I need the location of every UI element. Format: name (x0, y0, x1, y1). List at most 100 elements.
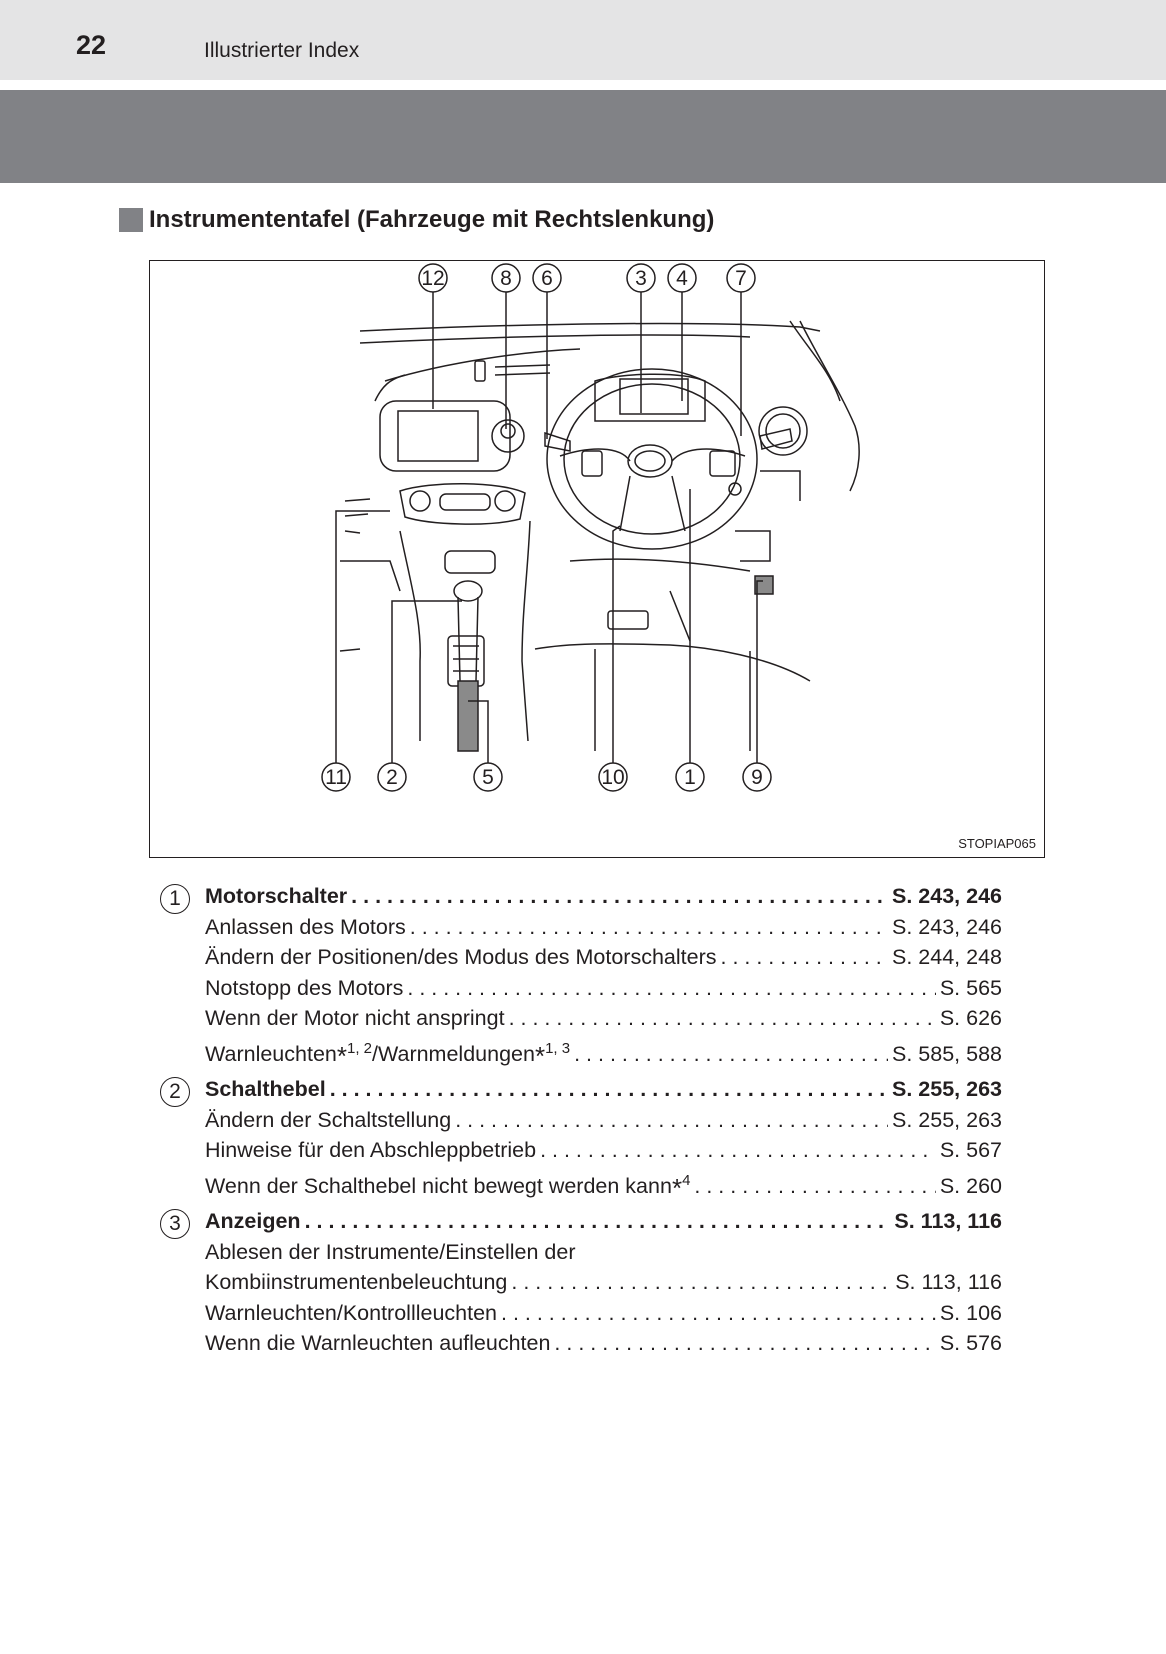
page-reference[interactable]: S. 626 (939, 1006, 1002, 1030)
subitem-text-part: Wenn der Schalthebel nicht bewegt werden… (205, 1173, 672, 1198)
entry-subitem: Ablesen der Instrumente/Einstellen der (205, 1240, 1002, 1271)
right-vent (758, 406, 808, 456)
page-reference[interactable]: S. 260 (939, 1173, 1002, 1198)
steering-wheel (546, 368, 758, 550)
page-reference[interactable]: S. 243, 246 (892, 884, 1002, 908)
subitem-text: Notstopp des Motors (205, 975, 404, 1000)
dot-leader (540, 1138, 936, 1163)
page-reference[interactable]: S. 565 (939, 975, 1002, 1000)
entry-subitem[interactable]: Ändern der Positionen/des Modus des Moto… (205, 945, 1002, 976)
screen (397, 410, 479, 462)
dot-leader (410, 915, 888, 940)
entry-number-badge: 2 (160, 1077, 190, 1107)
index-entry-2: 2 Schalthebel S. 255, 263 Ändern der Sch… (160, 1077, 1002, 1199)
entry-title: Anzeigen (205, 1209, 301, 1233)
page-reference[interactable]: S. 106 (939, 1300, 1002, 1325)
instrument-panel-illustration: 12 8 6 3 4 7 11 2 5 10 1 9 STOPIAP065 (149, 260, 1045, 858)
footnote-refs: 1, 2 (346, 1039, 373, 1057)
entry-subitem[interactable]: Ändern der Schaltstellung S. 255, 263 (205, 1108, 1002, 1139)
entry-subitem[interactable]: Anlassen des Motors S. 243, 246 (205, 915, 1002, 946)
dot-leader (455, 1108, 888, 1133)
entry-subitem[interactable]: Wenn der Schalthebel nicht bewegt werden… (205, 1169, 1002, 1200)
shift-knob (453, 580, 483, 602)
entry-number-badge: 1 (160, 884, 190, 914)
callout-2: 2 (386, 766, 398, 789)
entry-subitem[interactable]: Wenn der Motor nicht anspringt S. 626 (205, 1006, 1002, 1037)
callout-12: 12 (421, 267, 444, 290)
callout-5: 5 (482, 766, 494, 789)
dot-leader (501, 1301, 936, 1326)
entry-title-row[interactable]: Schalthebel S. 255, 263 (205, 1077, 1002, 1108)
callout-11: 11 (325, 766, 347, 789)
dot-leader (511, 1270, 891, 1295)
page-reference[interactable]: S. 113, 116 (894, 1209, 1002, 1233)
subitem-text: Hinweise für den Abschleppbetrieb (205, 1138, 537, 1162)
dot-leader (351, 884, 888, 909)
callout-7: 7 (735, 267, 747, 290)
console-right (521, 520, 531, 742)
entry-title: Schalthebel (205, 1077, 326, 1101)
entry-subitem[interactable]: Warnleuchten/Kontrollleuchten S. 106 (205, 1301, 1002, 1332)
figure-code: STOPIAP065 (958, 836, 1036, 851)
footnote-star: * (671, 1172, 683, 1200)
dot-leader (509, 1006, 936, 1031)
subitem-text: Kombiinstrumentenbeleuchtung (205, 1270, 508, 1294)
footnote-refs: 4 (682, 1171, 691, 1189)
console-left (399, 530, 421, 741)
callout-4: 4 (676, 267, 688, 290)
entry-title: Motorschalter (205, 884, 348, 908)
entry-title-row[interactable]: Motorschalter S. 243, 246 (205, 884, 1002, 915)
page-number: 22 (76, 30, 107, 60)
page-reference[interactable]: S. 255, 263 (892, 1077, 1002, 1101)
screen-housing (379, 400, 511, 472)
callout-10: 10 (601, 766, 624, 789)
subitem-text-part: /Warnmeldungen (372, 1041, 535, 1066)
dot-leader (721, 945, 889, 970)
page-reference[interactable]: S. 113, 116 (895, 1270, 1002, 1294)
dot-leader (574, 1042, 888, 1067)
header-band (0, 0, 1166, 80)
entry-subitem[interactable]: Hinweise für den Abschleppbetrieb S. 567 (205, 1138, 1002, 1169)
page-reference[interactable]: S. 567 (939, 1138, 1002, 1162)
dot-leader (330, 1077, 888, 1102)
footnote-star: * (336, 1040, 347, 1068)
index-list: 1 Motorschalter S. 243, 246 Anlassen des… (160, 884, 1002, 1372)
subitem-text: Warnleuchten/Kontrollleuchten (205, 1300, 498, 1325)
callout-8: 8 (500, 267, 512, 290)
callout-1: 1 (684, 766, 696, 789)
footnote-refs: 1, 3 (545, 1039, 571, 1057)
subitem-text: Wenn die Warnleuchten aufleuchten (205, 1331, 551, 1355)
stalk-left (544, 431, 571, 452)
page-reference[interactable]: S. 244, 248 (892, 945, 1002, 969)
section-heading: Instrumententafel (Fahrzeuge mit Rechtsl… (119, 206, 714, 234)
subitem-text: Ändern der Schaltstellung (205, 1107, 452, 1132)
page-reference[interactable]: S. 243, 246 (892, 914, 1002, 939)
subitem-text: Ablesen der Instrumente/Einstellen der (205, 1239, 576, 1264)
entry-subitem[interactable]: Kombiinstrumentenbeleuchtung S. 113, 116 (205, 1270, 1002, 1301)
heading-text: Instrumententafel (Fahrzeuge mit Rechtsl… (149, 206, 715, 233)
callout-6: 6 (541, 267, 553, 290)
callout-9: 9 (751, 766, 763, 789)
entry-title-row[interactable]: Anzeigen S. 113, 116 (205, 1209, 1002, 1240)
title-band (0, 90, 1166, 183)
center-vent (399, 483, 526, 525)
page-reference[interactable]: S. 585, 588 (892, 1041, 1002, 1066)
subitem-text: Wenn der Schalthebel nicht bewegt werden… (205, 1169, 691, 1200)
dot-leader (694, 1174, 935, 1199)
brake-pedal (607, 610, 649, 630)
parking-brake (457, 680, 479, 752)
dot-leader (554, 1331, 935, 1356)
index-entry-3: 3 Anzeigen S. 113, 116 Ablesen der Instr… (160, 1209, 1002, 1362)
footnote-star: * (534, 1040, 546, 1068)
section-title: Illustrierter Index (204, 39, 360, 62)
entry-subitem[interactable]: Notstopp des Motors S. 565 (205, 976, 1002, 1007)
stalk-right (759, 428, 793, 450)
entry-subitem[interactable]: Warnleuchten*1, 2/Warnmeldungen*1, 3 S. … (205, 1037, 1002, 1068)
subitem-text: Anlassen des Motors (205, 914, 406, 939)
page-reference[interactable]: S. 255, 263 (892, 1107, 1002, 1132)
page-reference[interactable]: S. 576 (939, 1331, 1002, 1355)
heading-marker (119, 208, 143, 232)
index-entry-1: 1 Motorschalter S. 243, 246 Anlassen des… (160, 884, 1002, 1067)
entry-subitem[interactable]: Wenn die Warnleuchten aufleuchten S. 576 (205, 1331, 1002, 1362)
dashboard-drawing: 12 8 6 3 4 7 11 2 5 10 1 9 (321, 263, 860, 792)
